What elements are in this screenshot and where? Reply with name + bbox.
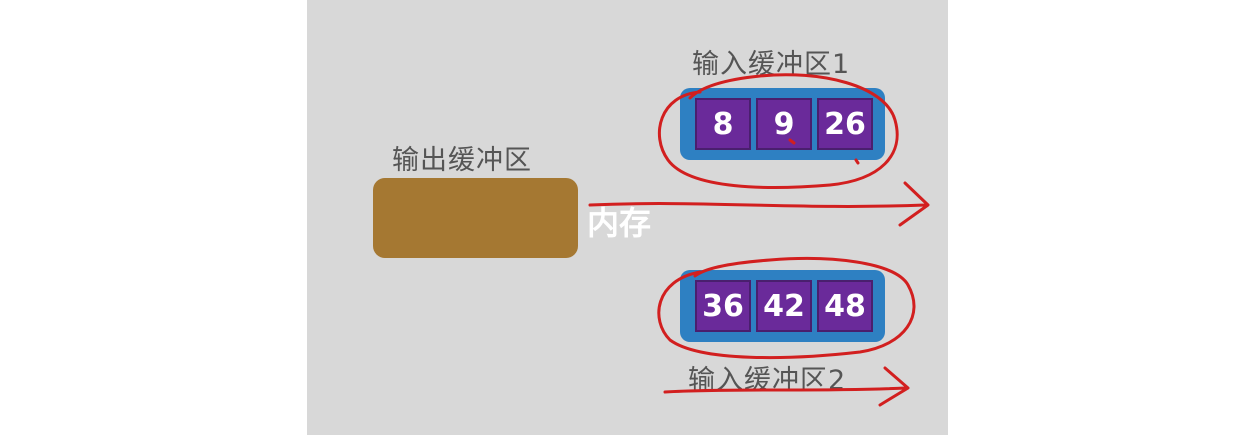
input-buffer-1: 8 9 26 — [680, 88, 885, 160]
input-buffer-2: 36 42 48 — [680, 270, 885, 342]
output-buffer-label: 输出缓冲区 — [392, 145, 532, 176]
memory-label: 内存 — [587, 204, 652, 242]
buffer-slot: 26 — [817, 98, 873, 150]
buffer-slot: 8 — [695, 98, 751, 150]
buffer-slot: 36 — [695, 280, 751, 332]
buffer-slot: 48 — [817, 280, 873, 332]
buffer-slot: 42 — [756, 280, 812, 332]
input-buffer-2-label: 输入缓冲区2 — [688, 365, 847, 396]
buffer-slot: 9 — [756, 98, 812, 150]
input-buffer-1-label: 输入缓冲区1 — [692, 49, 851, 80]
output-buffer — [373, 178, 578, 258]
